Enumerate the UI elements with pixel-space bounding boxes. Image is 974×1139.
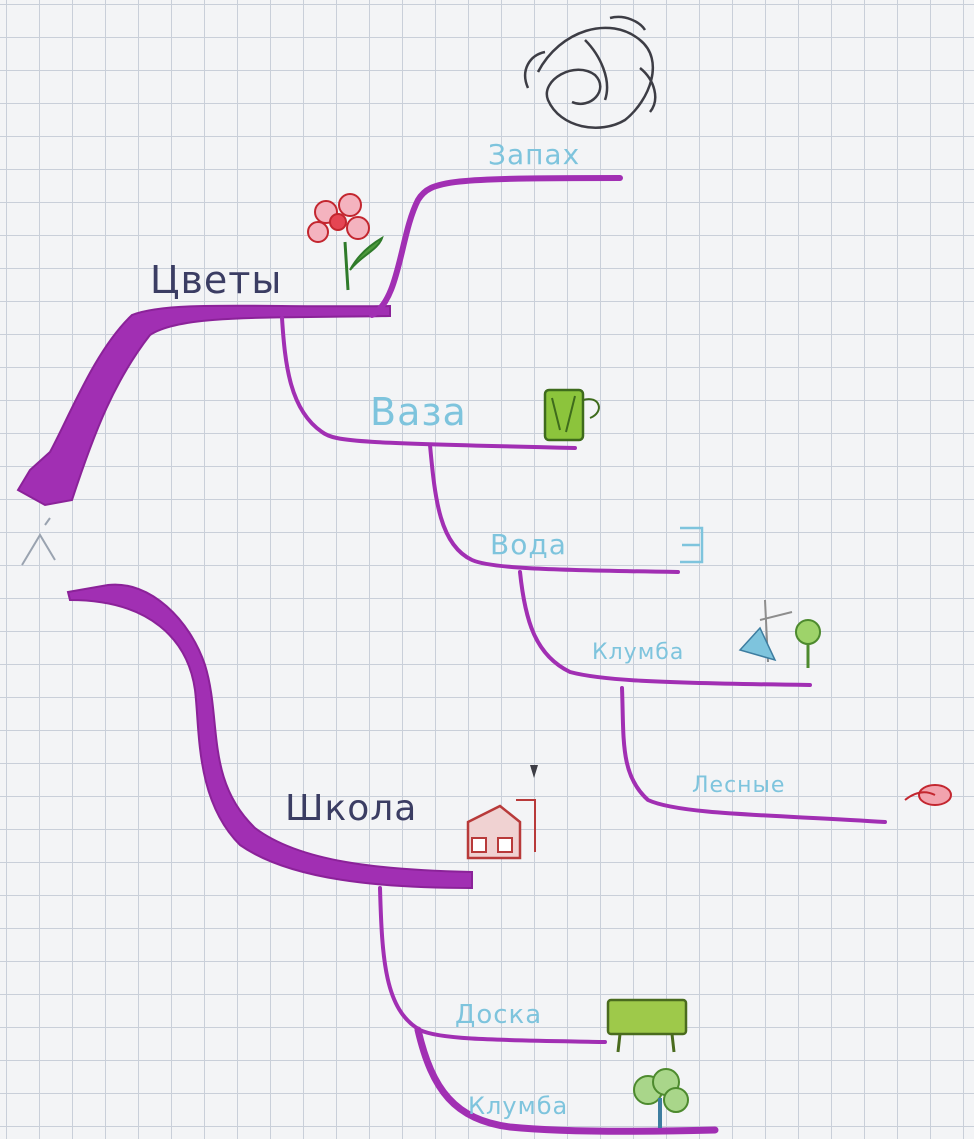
branch-label-shkola: Школа xyxy=(285,788,417,829)
main-branch-shkola xyxy=(68,585,472,888)
tree-icon xyxy=(634,1069,688,1128)
scribble-icon xyxy=(525,17,655,128)
branch-label-cvety: Цветы xyxy=(150,258,282,302)
water-icon xyxy=(680,528,702,562)
vase-icon xyxy=(545,390,599,440)
school-icon xyxy=(468,765,538,858)
board-icon xyxy=(608,1000,686,1052)
node-label-klumba-1: Клумба xyxy=(592,640,684,665)
branch-zapah xyxy=(372,178,620,315)
main-branch-cvety xyxy=(18,306,390,505)
node-label-zapah: Запах xyxy=(488,138,580,171)
branch-lesnye xyxy=(622,688,885,822)
wild-flower-icon xyxy=(905,785,951,805)
center-mark xyxy=(22,518,55,565)
node-label-voda: Вода xyxy=(490,528,567,561)
node-label-vaza: Ваза xyxy=(370,390,467,434)
flowerbed-icon xyxy=(740,600,820,668)
flower-icon xyxy=(308,194,382,290)
node-label-klumba-2: Клумба xyxy=(468,1092,568,1120)
node-label-lesnye: Лесные xyxy=(692,773,785,798)
node-label-doska: Доска xyxy=(455,1000,542,1030)
